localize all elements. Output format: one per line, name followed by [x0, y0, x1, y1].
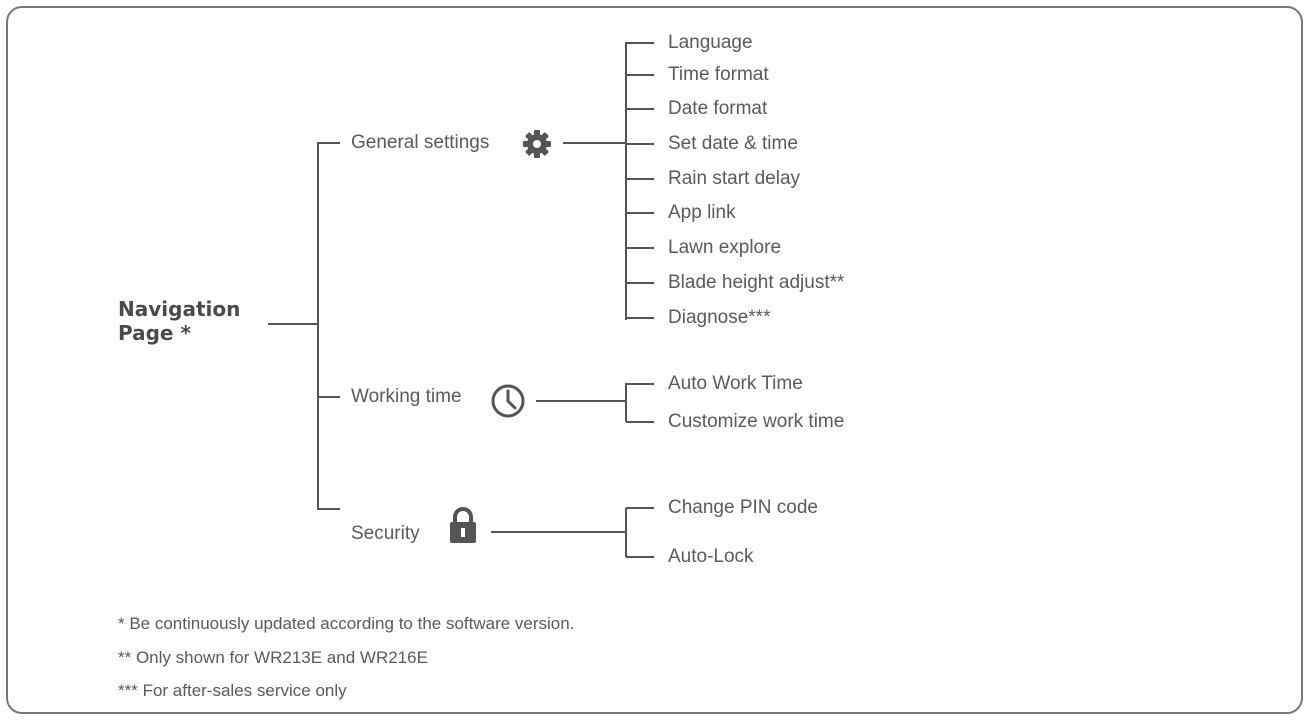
clock-icon — [491, 384, 525, 418]
child-rain-start-delay: Rain start delay — [668, 168, 801, 189]
child-date-format: Date format — [668, 98, 768, 119]
child-lawn-explore: Lawn explore — [668, 237, 782, 258]
branch-general-settings: General settings — [351, 132, 490, 153]
child-diagnose: Diagnose*** — [668, 307, 771, 328]
child-change-pin-code: Change PIN code — [668, 497, 818, 518]
gear-icon — [523, 130, 551, 158]
child-auto-work-time: Auto Work Time — [668, 373, 803, 394]
branch-security: Security — [351, 523, 420, 544]
root-node: Navigation Page * — [118, 297, 240, 345]
child-set-date-time: Set date & time — [668, 133, 798, 154]
child-app-link: App link — [668, 202, 736, 223]
footnote-3: *** For after-sales service only — [118, 681, 347, 700]
diagram-frame — [6, 6, 1303, 714]
child-blade-height-adjust: Blade height adjust** — [668, 272, 845, 293]
root-line2: Page * — [118, 321, 191, 345]
branch-working-time: Working time — [351, 386, 462, 407]
child-language: Language — [668, 32, 753, 53]
child-time-format: Time format — [668, 64, 769, 85]
footnote-2: ** Only shown for WR213E and WR216E — [118, 648, 428, 667]
child-customize-work-time: Customize work time — [668, 411, 845, 432]
root-line1: Navigation — [118, 297, 241, 321]
footnote-1: * Be continuously updated according to t… — [118, 614, 575, 633]
lock-icon — [450, 507, 476, 543]
child-auto-lock: Auto-Lock — [668, 546, 754, 567]
